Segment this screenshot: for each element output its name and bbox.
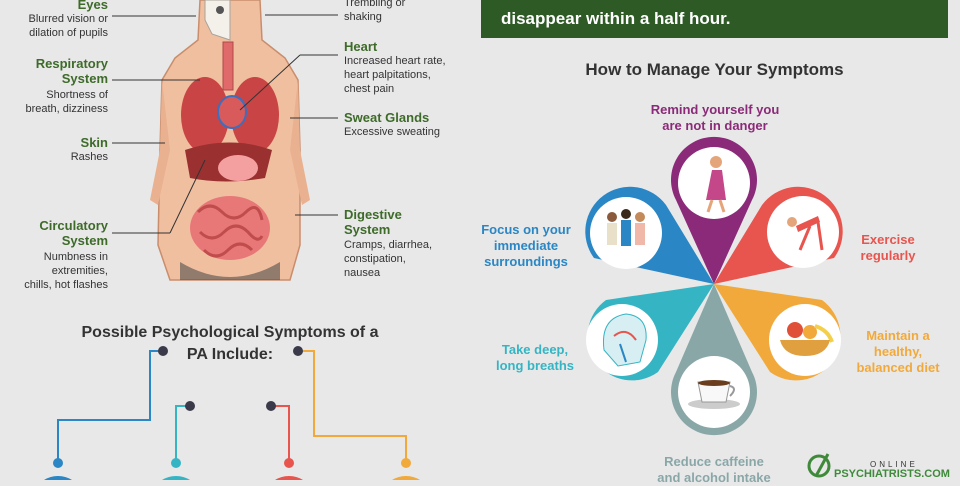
digestive-desc-2: constipation,: [344, 253, 406, 265]
label-focus-3: surroundings: [484, 254, 568, 269]
label-diet-1: Maintain a: [866, 328, 930, 343]
petal-diet: [714, 284, 841, 381]
circulatory-desc-2: extremities,: [51, 265, 108, 277]
petal-breath: [587, 284, 714, 381]
respiratory-desc-1: Shortness of: [46, 89, 108, 101]
label-diet-2: healthy,: [873, 344, 923, 359]
psych-title-1: Possible Psychological Symptoms of a: [81, 324, 379, 341]
circulatory-desc-3: chills, hot flashes: [24, 279, 108, 291]
logo-mark-icon: [807, 453, 831, 478]
label-caffeine-1: Reduce caffeine: [664, 454, 764, 469]
abdomen-base: [180, 262, 280, 280]
circulatory-title-1: Circulatory: [39, 218, 108, 233]
right-arm: [290, 80, 310, 205]
eyes-desc-2: dilation of pupils: [29, 27, 108, 39]
petal-focus: [585, 186, 714, 284]
trembling-desc-2: shaking: [344, 11, 382, 23]
digestive-title-1: Digestive: [344, 207, 402, 222]
stomach: [218, 155, 258, 181]
coffee-cup-icon: [688, 380, 740, 409]
petal-remind: [671, 136, 757, 284]
sweat-title: Sweat Glands: [344, 110, 430, 125]
logo-top-text: ONLINE: [870, 460, 918, 469]
skin-title: Skin: [80, 135, 108, 150]
label-breath-2: long breaths: [495, 358, 574, 373]
trachea: [222, 41, 234, 91]
circulatory-desc-1: Numbness in: [43, 251, 108, 263]
heart-desc-3: chest pain: [344, 83, 395, 95]
intestine-loops: [196, 204, 264, 258]
digestive-desc-1: Cramps, diarrhea,: [344, 239, 433, 251]
label-diet-3: balanced diet: [856, 360, 940, 375]
label-focus-2: immediate: [493, 238, 559, 253]
label-remind-1: Remind yourself you: [650, 102, 780, 117]
circulatory-title-2: System: [61, 233, 108, 248]
lung-left: [181, 77, 229, 153]
heart-desc-2: heart palpitations,: [344, 69, 431, 81]
label-caffeine-2: and alcohol intake: [657, 470, 771, 485]
petal-caffeine: [671, 284, 758, 436]
label-exercise-1: Exercise: [861, 232, 915, 247]
people-group-icon: [607, 209, 645, 246]
heart-title: Heart: [344, 39, 378, 54]
digestive-desc-3: nausea: [344, 267, 381, 279]
digestive-title-2: System: [344, 222, 391, 237]
eyes-title: Eyes: [77, 0, 108, 12]
eye-socket: [216, 6, 224, 14]
stretch-person-icon: [706, 156, 726, 213]
logo-main-text: PSYCHIATRISTS.COM: [834, 468, 950, 480]
banner-text: disappear within a half hour.: [501, 9, 731, 28]
lung-right: [231, 77, 279, 153]
site-logo[interactable]: ONLINE PSYCHIATRISTS.COM: [806, 452, 956, 480]
label-breath-1: Take deep,: [501, 342, 569, 357]
eyes-desc-1: Blurred vision or: [28, 13, 108, 25]
manage-title: How to Manage Your Symptoms: [585, 60, 844, 79]
petal-exercise: [714, 186, 843, 284]
left-arm: [150, 80, 170, 205]
sweat-desc: Excessive sweating: [344, 126, 440, 138]
heart-organ: [217, 95, 247, 129]
info-banner: disappear within a half hour.: [481, 0, 948, 38]
exercise-person-icon: [787, 216, 824, 251]
fruit-bowl-icon: [780, 322, 834, 356]
skin-desc: Rashes: [70, 151, 108, 163]
heart-desc-1: Increased heart rate,: [344, 55, 446, 67]
label-exercise-2: regularly: [860, 248, 916, 263]
trembling-desc-1: Trembling or: [344, 0, 406, 9]
respiratory-desc-2: breath, dizziness: [25, 103, 108, 115]
body-illustration: [112, 0, 338, 281]
respiratory-title-1: Respiratory: [35, 56, 108, 71]
psych-title-2: PA Include:: [186, 346, 274, 363]
label-remind-2: are not in danger: [662, 118, 768, 133]
torso-shape: [157, 0, 301, 281]
label-focus-1: Focus on your: [481, 222, 571, 237]
respiratory-title-2: System: [61, 71, 108, 86]
breathing-head-icon: [602, 313, 647, 367]
